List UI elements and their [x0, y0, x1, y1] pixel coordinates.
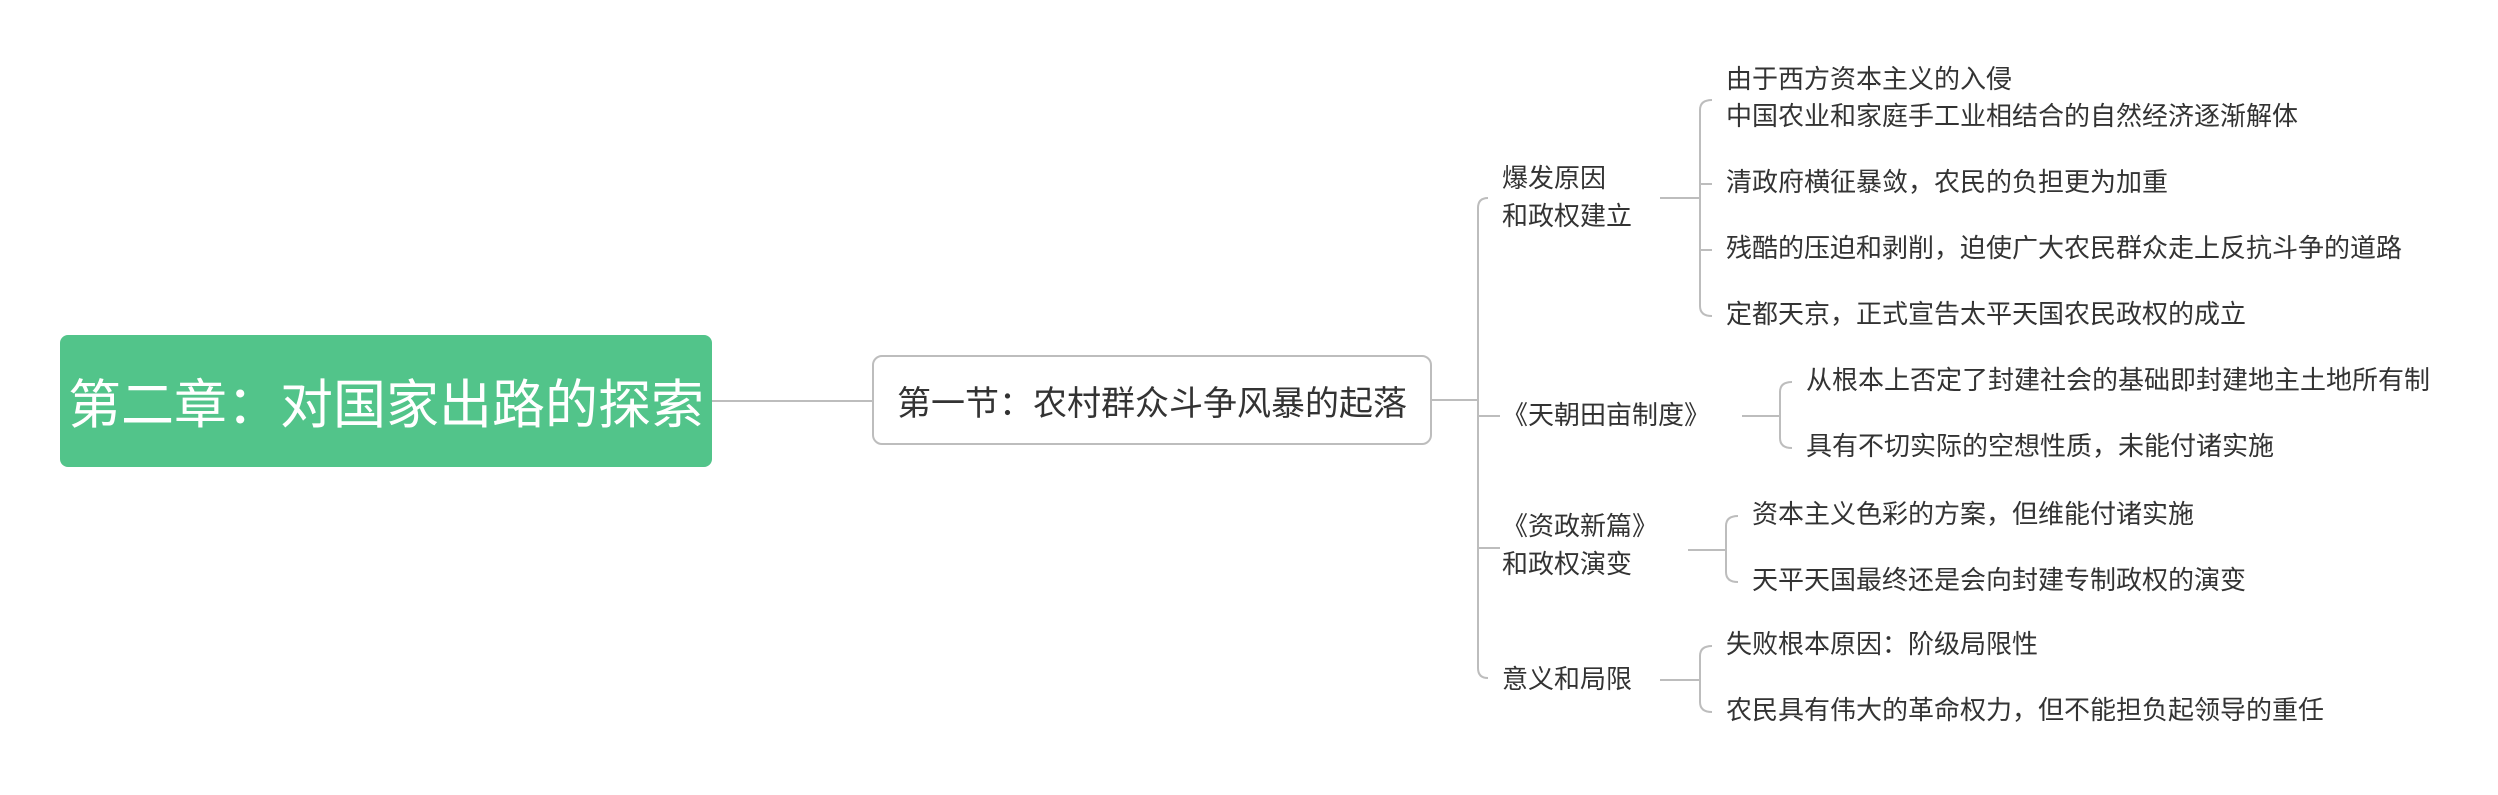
- leaf-node[interactable]: 资本主义色彩的方案，但维能付诸实施: [1752, 497, 2194, 534]
- leaf-node[interactable]: 清政府横征暴敛，农民的负担更为加重: [1726, 165, 2168, 202]
- leaf-label-line: 残酷的压迫和剥削，迫使广大农民群众走上反抗斗争的道路: [1726, 234, 2403, 264]
- leaf-label-line: 资本主义色彩的方案，但维能付诸实施: [1752, 500, 2195, 530]
- leaf-node[interactable]: 具有不切实际的空想性质，未能付诸实施: [1806, 429, 2274, 466]
- topic-label-line: 《天朝田亩制度》: [1502, 401, 1711, 431]
- connector-trunk: [1477, 197, 1489, 679]
- leaf-label-line: 具有不切实际的空想性质，未能付诸实施: [1806, 432, 2275, 462]
- root-node[interactable]: 第二章：对国家出路的探索: [60, 335, 712, 467]
- section-label: 第一节：农村群众斗争风暴的起落: [897, 383, 1407, 424]
- leaf-label-line: 清政府横征暴敛，农民的负担更为加重: [1726, 168, 2169, 198]
- leaf-label-line: 天平天国最终还是会向封建专制政权的演变: [1752, 566, 2247, 596]
- topic-label-line: 意义和局限: [1502, 665, 1633, 695]
- leaf-node[interactable]: 定都天京，正式宣告太平天国农民政权的成立: [1726, 297, 2246, 334]
- leaf-label-line: 失败根本原因：阶级局限性: [1726, 630, 2039, 660]
- leaf-label-line: 由于西方资本主义的入侵: [1726, 65, 2013, 95]
- connector-topic1-bracket: [1699, 99, 1713, 317]
- leaf-node[interactable]: 失败根本原因：阶级局限性: [1726, 627, 2038, 664]
- leaf-node[interactable]: 农民具有伟大的革命权力，但不能担负起领导的重任: [1726, 693, 2324, 730]
- leaf-node[interactable]: 残酷的压迫和剥削，迫使广大农民群众走上反抗斗争的道路: [1726, 231, 2402, 268]
- leaf-label-line: 农民具有伟大的革命权力，但不能担负起领导的重任: [1726, 696, 2325, 726]
- topic-node[interactable]: 爆发原因 和政权建立: [1502, 160, 1632, 236]
- leaf-node[interactable]: 由于西方资本主义的入侵 中国农业和家庭手工业相结合的自然经济逐渐解体: [1726, 62, 2298, 136]
- topic-node[interactable]: 《资政新篇》 和政权演变: [1502, 508, 1658, 584]
- leaf-label-line: 定都天京，正式宣告太平天国农民政权的成立: [1726, 300, 2247, 330]
- leaf-node[interactable]: 天平天国最终还是会向封建专制政权的演变: [1752, 563, 2246, 600]
- topic-label-line: 《资政新篇》: [1502, 512, 1659, 542]
- topic-label-line: 爆发原因: [1502, 164, 1607, 194]
- leaf-label-line: 从根本上否定了封建社会的基础即封建地主土地所有制: [1806, 366, 2431, 396]
- topic-label-line: 和政权演变: [1502, 550, 1633, 580]
- root-label: 第二章：对国家出路的探索: [68, 375, 704, 436]
- leaf-label-line: 中国农业和家庭手工业相结合的自然经济逐渐解体: [1726, 102, 2299, 132]
- connector-topic3-bracket: [1725, 515, 1739, 583]
- connector-topic2-bracket: [1779, 381, 1793, 449]
- leaf-node[interactable]: 从根本上否定了封建社会的基础即封建地主土地所有制: [1806, 363, 2430, 400]
- topic-node[interactable]: 《天朝田亩制度》: [1502, 397, 1710, 435]
- topic-node[interactable]: 意义和局限: [1502, 661, 1632, 699]
- connector-topic4-bracket: [1699, 645, 1713, 713]
- topic-label-line: 和政权建立: [1502, 202, 1633, 232]
- section-node[interactable]: 第一节：农村群众斗争风暴的起落: [872, 355, 1432, 445]
